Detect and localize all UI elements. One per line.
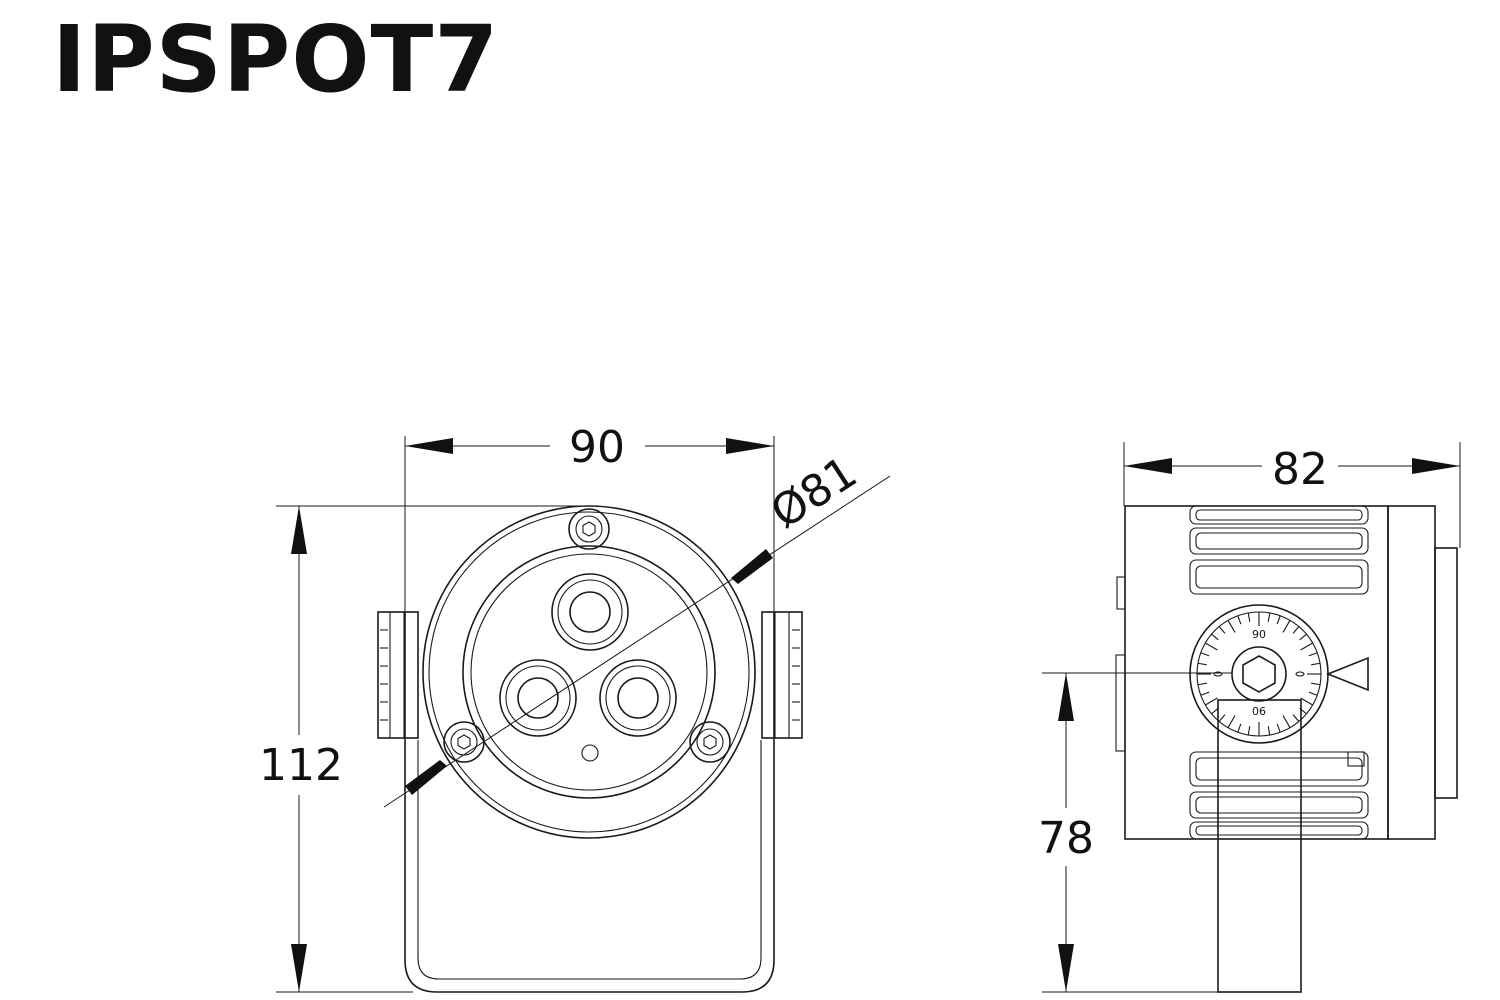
dial-tick xyxy=(1237,723,1242,733)
dial-tick xyxy=(1211,707,1219,715)
led-lens-left xyxy=(499,659,577,737)
dial-tick xyxy=(1300,697,1313,706)
dial-tick xyxy=(1197,682,1207,686)
dial-tick xyxy=(1205,697,1218,706)
dial-tick xyxy=(1299,633,1307,641)
dial-tick xyxy=(1276,723,1281,733)
dial-tick xyxy=(1267,612,1271,622)
cooling-fins-bottom xyxy=(1189,751,1369,840)
drawing-title: IPSPOT7 xyxy=(52,6,500,113)
dial-tick xyxy=(1292,626,1300,634)
dial-tick xyxy=(1200,691,1210,696)
side-width-dimension: 82 xyxy=(1123,442,1461,548)
side-lens-cap xyxy=(1434,547,1458,799)
front-view xyxy=(377,505,803,993)
tilt-scale-dial: 90 90 xyxy=(1189,604,1329,744)
front-width-dimension: 90 xyxy=(404,422,775,612)
dial-tick xyxy=(1308,691,1318,696)
dial-tick xyxy=(1227,715,1236,728)
dial-tick xyxy=(1308,652,1318,657)
side-height-label: 78 xyxy=(1038,813,1094,864)
tilt-pointer-icon xyxy=(1325,656,1369,692)
lamp-face-outer xyxy=(462,545,716,799)
dial-tick xyxy=(1247,726,1251,736)
dial-tick xyxy=(1200,652,1210,657)
side-bezel xyxy=(1387,505,1436,840)
side-bracket-arm xyxy=(1217,699,1302,993)
screw-top xyxy=(568,508,610,550)
dial-tick xyxy=(1205,642,1218,651)
dial-tick xyxy=(1300,642,1313,651)
side-width-label: 82 xyxy=(1272,444,1328,495)
dial-tick xyxy=(1218,626,1226,634)
lamp-face-inner xyxy=(470,553,708,791)
dial-tick xyxy=(1276,615,1281,625)
dial-tick xyxy=(1311,682,1321,686)
front-bracket xyxy=(404,612,775,993)
dial-tick xyxy=(1292,714,1300,722)
side-view: 90 90 xyxy=(1115,505,1458,993)
dial-tick xyxy=(1218,714,1226,722)
lamp-body-outer xyxy=(422,505,756,839)
cooling-fins-top xyxy=(1189,505,1369,595)
side-rear-plate xyxy=(1115,654,1126,752)
dial-tick xyxy=(1299,707,1307,715)
screw-left xyxy=(443,721,485,763)
scale-label-bottom: 90 xyxy=(1252,704,1266,717)
side-height-dimension: 78 xyxy=(1038,672,1232,993)
left-knob xyxy=(377,611,419,739)
right-knob xyxy=(761,611,803,739)
dial-tick xyxy=(1237,615,1242,625)
dial-tick xyxy=(1247,612,1251,622)
hex-socket-icon xyxy=(1242,655,1276,693)
dial-tick xyxy=(1227,620,1236,633)
front-height-label: 112 xyxy=(259,740,343,791)
front-width-label: 90 xyxy=(569,422,625,473)
dial-tick xyxy=(1282,715,1291,728)
front-bracket-inner xyxy=(417,740,762,980)
led-lens-right xyxy=(599,659,677,737)
dial-tick xyxy=(1211,633,1219,641)
dial-tick xyxy=(1282,620,1291,633)
diameter-dimension: Ø81 xyxy=(383,447,891,808)
dial-tick xyxy=(1267,726,1271,736)
front-height-dimension: 112 xyxy=(259,505,580,993)
dial-tick xyxy=(1197,662,1207,666)
sensor-dot xyxy=(581,744,599,762)
dial-tick xyxy=(1311,662,1321,666)
led-lens-top xyxy=(551,573,629,651)
screw-right xyxy=(689,721,731,763)
lamp-body-ring xyxy=(428,511,750,833)
scale-label-top: 90 xyxy=(1252,628,1266,641)
